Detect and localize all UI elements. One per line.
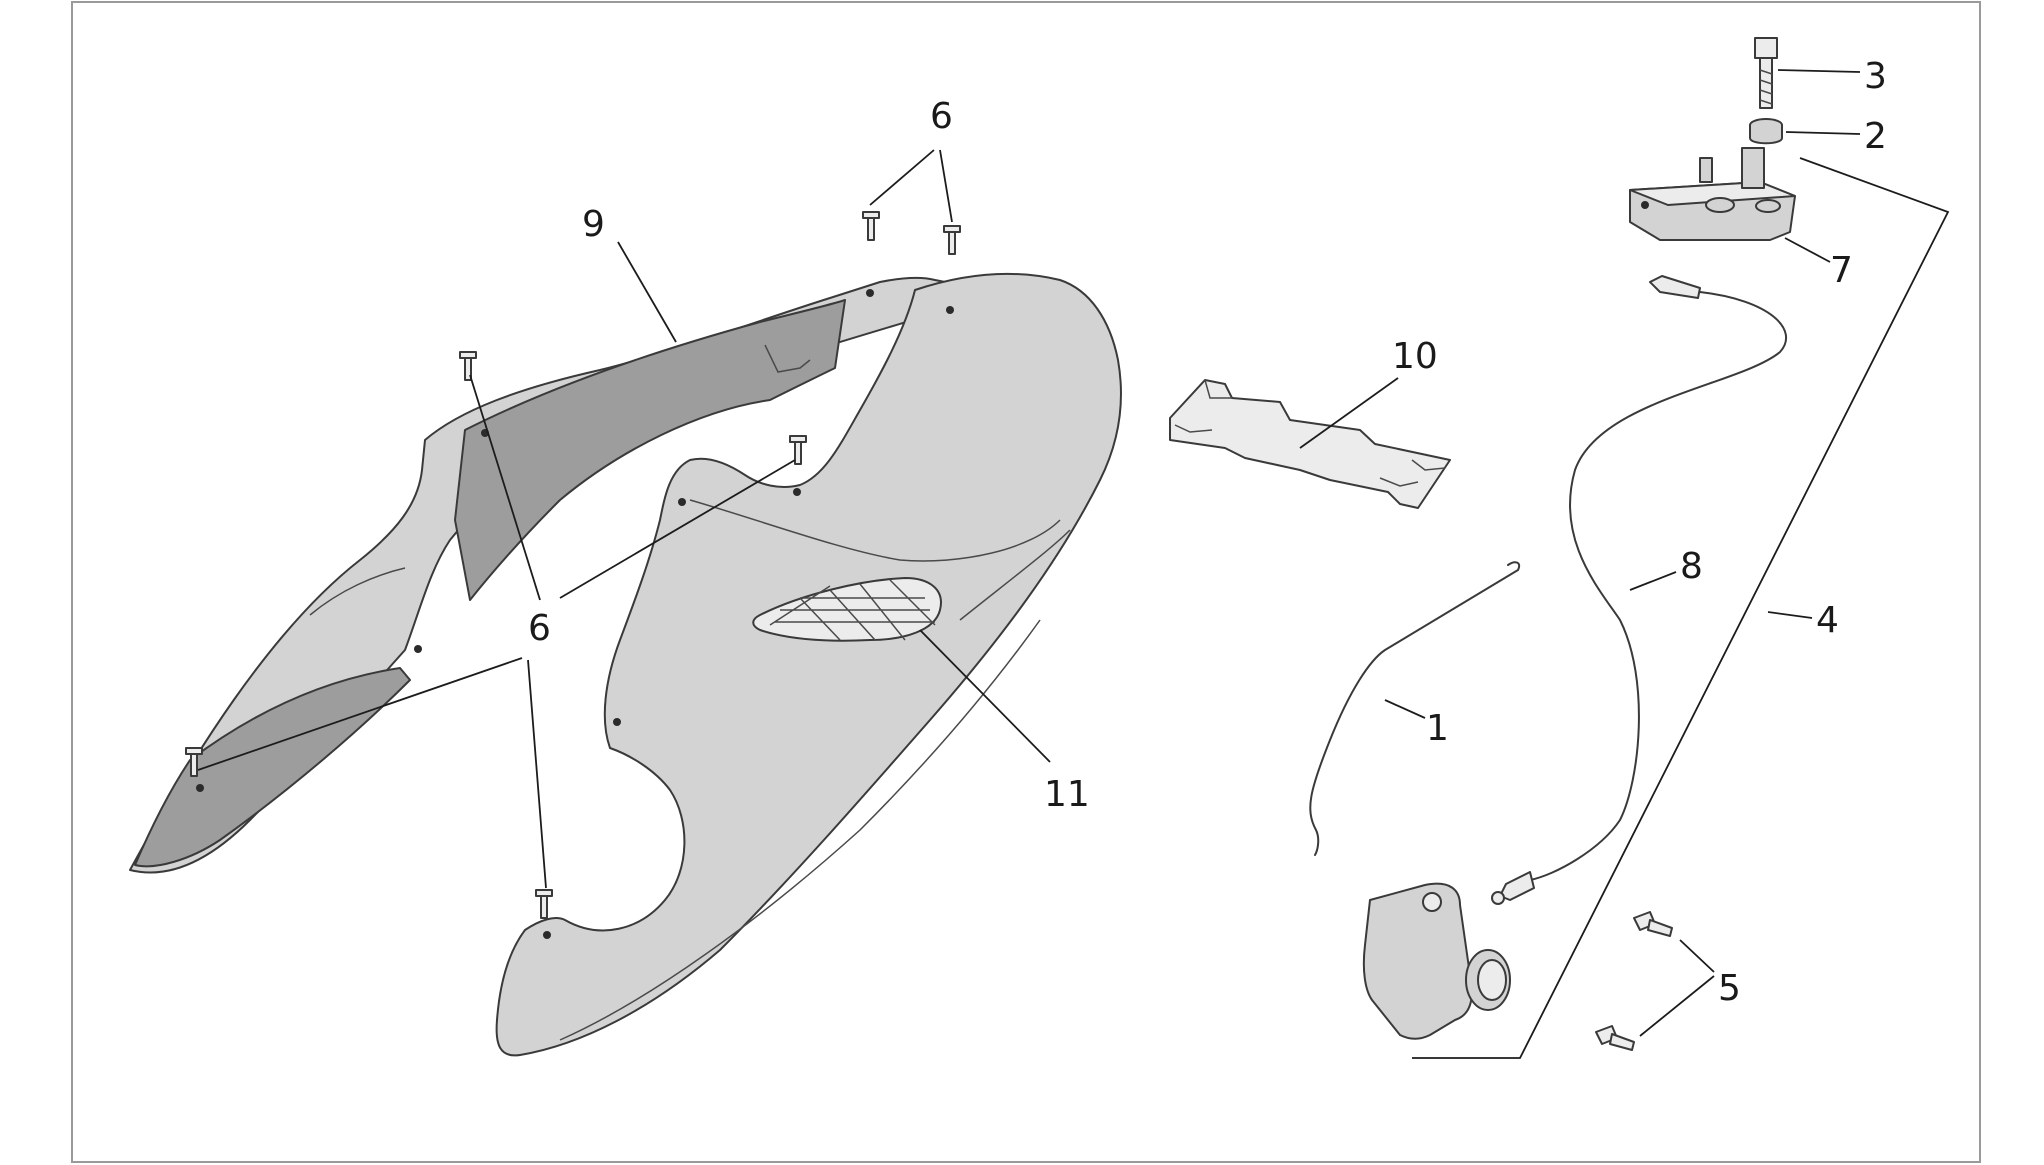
leader-9 [1299,377,1399,449]
screw-6-mid-right [789,435,807,465]
body-screw-hole [613,718,621,726]
fairing-screw-hole [866,289,874,297]
part-9-plate[interactable] [1169,379,1451,509]
bracket-hole-left [1705,197,1735,213]
bracket-post [1741,147,1765,189]
rear-tail-body-lower-contour [959,529,1071,621]
leader-6b-mid-left [469,374,541,601]
body-screw-hole [678,498,686,506]
leader-11 [919,629,1051,763]
bracket-hole-right [1755,199,1781,213]
leader-6b-bottom [527,659,547,889]
part-7-bracket[interactable] [1629,147,1796,241]
reflector-grille-mesh [769,579,936,641]
callout-3: 3 [1864,56,1887,97]
leader-10 [617,241,677,343]
lock-housing [1362,882,1473,1040]
part-11-reflector-grille[interactable] [752,577,942,642]
rear-tail-body-contour [689,499,1061,562]
callout-1: 1 [1426,708,1449,749]
lock-mount-hole [1422,892,1442,912]
body-screw-hole [946,306,954,314]
bolt-head [1754,37,1778,59]
leader-4-bracket [1412,157,1950,1059]
part-8-cable[interactable] [1491,275,1787,905]
part-3-bolt[interactable] [1754,37,1778,109]
tail-fairing-inner-shadow [454,299,846,601]
cable-end-nipple [1491,891,1505,905]
part-2-bushing[interactable] [1749,118,1783,145]
screw-6-top-left [862,211,880,241]
bracket-rivet [1641,201,1649,209]
leader-5-lower [1639,975,1715,1037]
leader-6a-right [939,149,953,223]
plate-shape [1169,379,1451,509]
part-1-rod[interactable] [1309,561,1521,856]
body-screw-hole [793,488,801,496]
lock-keyway [1477,959,1507,1001]
leader-2 [1785,131,1861,135]
callout-9: 10 [1392,336,1438,377]
fairing-screw-hole [196,784,204,792]
cable-line [1529,291,1787,881]
callout-labels: 3 2 7 4 8 1 10 5 9 11 6 6 [528,56,1887,1009]
callout-4: 4 [1816,600,1839,641]
callout-7: 7 [1830,250,1853,291]
part-5-screws[interactable] [1595,911,1673,1051]
bushing-body [1749,124,1783,145]
screw-6-mid-left [459,351,477,381]
tail-fairing-lower-shadow [134,667,411,868]
bracket-clip [1699,157,1713,183]
leader-4 [1767,611,1813,619]
callout-10: 9 [582,204,605,245]
rear-tail-body-edge-line [559,619,1041,1041]
leader-3 [1777,69,1861,73]
rear-tail-body-shell [495,272,1122,1057]
plate-tab-left [1174,379,1232,433]
part-6-screws[interactable] [185,211,961,919]
callout-5: 5 [1718,968,1741,1009]
callout-6-mid: 6 [528,608,551,649]
bolt-thread [1759,69,1773,105]
tail-fairing-crease [309,567,406,616]
callout-2: 2 [1864,116,1887,157]
leader-1 [1384,699,1426,719]
callout-11: 11 [1044,774,1090,815]
rod-line [1309,561,1521,856]
screw-6-lower-left [185,747,203,777]
leader-6a-left [869,149,935,206]
leader-7 [1784,237,1831,263]
tail-fairing-notch [764,344,811,373]
screw-5-upper [1633,911,1673,937]
leader-6b-mid-right [559,459,796,599]
leader-lines [197,69,1950,1059]
screw-6-bottom [535,889,553,919]
leader-5-upper [1679,939,1715,973]
leader-6b-lower-left [197,657,523,771]
screw-6-top-right [943,225,961,255]
cable-end-top [1649,275,1701,299]
screw-5-lower [1595,1025,1635,1051]
plate-tab-right [1379,459,1446,487]
callout-8: 8 [1680,546,1703,587]
body-screw-hole [543,931,551,939]
leader-8 [1629,571,1677,591]
rear-tail-body[interactable] [495,272,1122,1057]
fairing-screw-hole [414,645,422,653]
seat-lock-assembly[interactable] [1362,882,1511,1040]
callout-6-top: 6 [930,96,953,137]
